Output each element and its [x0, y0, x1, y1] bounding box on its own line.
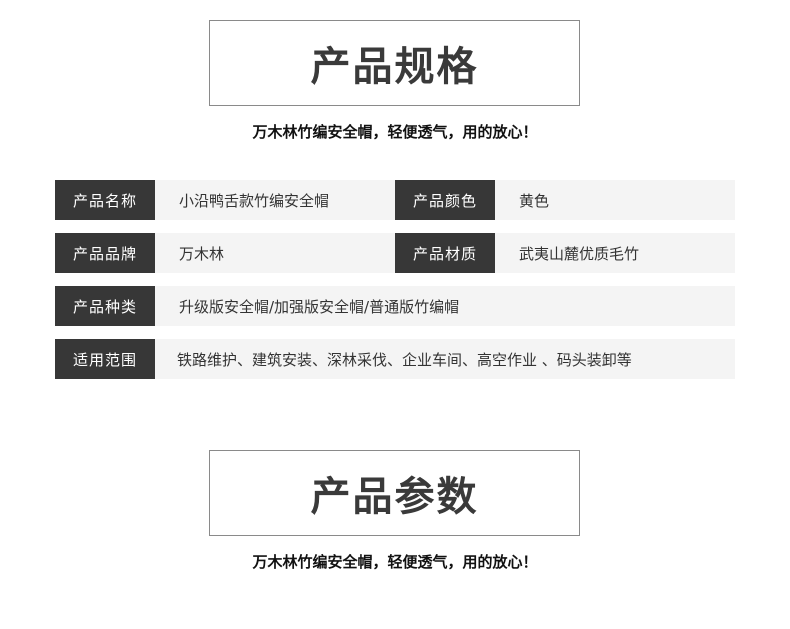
spec-row-brand-material: 产品品牌 万木林 产品材质 武夷山麓优质毛竹	[55, 233, 735, 273]
spec-subtitle: 万木林竹编安全帽，轻便透气，用的放心！	[252, 123, 538, 141]
material-label: 产品材质	[395, 233, 495, 273]
brand-value: 万木林	[155, 233, 395, 273]
spec-row-name-color: 产品名称 小沿鸭舌款竹编安全帽 产品颜色 黄色	[55, 180, 735, 220]
type-label: 产品种类	[55, 286, 155, 326]
spec-row-type: 产品种类 升级版安全帽/加强版安全帽/普通版竹编帽	[55, 286, 735, 326]
color-value: 黄色	[495, 180, 735, 220]
spec-title: 产品规格	[310, 44, 479, 90]
spec-row-scope: 适用范围 铁路维护、建筑安装、深林采伐、企业车间、高空作业 、码头装卸等	[55, 339, 735, 379]
spec-title-box: 产品规格	[209, 20, 580, 106]
material-value: 武夷山麓优质毛竹	[495, 233, 735, 273]
param-title-box: 产品参数	[209, 450, 580, 536]
param-title: 产品参数	[310, 474, 479, 520]
param-subtitle: 万木林竹编安全帽，轻便透气，用的放心！	[252, 553, 538, 571]
color-label: 产品颜色	[395, 180, 495, 220]
type-value: 升级版安全帽/加强版安全帽/普通版竹编帽	[155, 286, 735, 326]
name-value: 小沿鸭舌款竹编安全帽	[155, 180, 395, 220]
scope-value: 铁路维护、建筑安装、深林采伐、企业车间、高空作业 、码头装卸等	[155, 339, 735, 379]
name-label: 产品名称	[55, 180, 155, 220]
brand-label: 产品品牌	[55, 233, 155, 273]
scope-label: 适用范围	[55, 339, 155, 379]
